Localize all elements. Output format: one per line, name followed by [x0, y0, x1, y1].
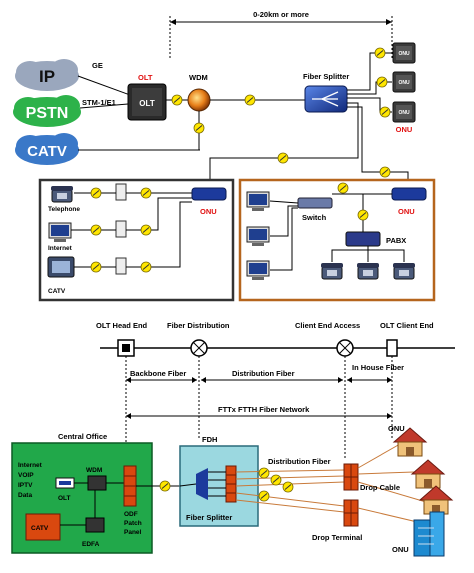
onu-bottom-label: ONU	[392, 545, 409, 554]
segment-label-distribution: Distribution Fiber	[232, 369, 295, 378]
pabx-device	[345, 231, 381, 247]
catv-cloud-label: CATV	[27, 143, 67, 160]
service-iptv: IPTV	[18, 482, 33, 489]
client-end-access-node	[336, 339, 354, 357]
edfa-label: EDFA	[82, 541, 100, 548]
home-devices: Telephone Internet CATV ONU	[47, 183, 227, 295]
edfa-device	[85, 517, 105, 533]
odf-label-2: Patch	[124, 520, 142, 527]
onu-device-1	[392, 42, 416, 64]
bottom-wdm-label: WDM	[86, 467, 102, 474]
home-onu-device	[191, 187, 227, 201]
segment-label-in-house: In House Fiber	[352, 363, 404, 372]
node-label-fiber-distribution: Fiber Distribution	[167, 321, 230, 330]
splitter-label: Fiber Splitter	[303, 72, 349, 81]
distance-label: 0-20km or more	[253, 10, 309, 19]
catv-cloud: CATV	[15, 133, 79, 165]
office-phone-icon-2	[356, 262, 380, 280]
drop-terminal-label: Drop Terminal	[312, 533, 362, 542]
ftth-network-label: FTTx FTTH Fiber Network	[218, 405, 310, 414]
bottom-olt-label: OLT	[58, 495, 71, 502]
wdm-device	[187, 88, 211, 112]
odf-label-1: ODF	[124, 511, 138, 518]
olt-client-end-node	[386, 339, 398, 357]
ip-cloud: IP	[15, 59, 79, 91]
telephone-icon	[50, 185, 74, 203]
house-icon-3	[419, 485, 453, 515]
service-internet: Internet	[18, 462, 43, 469]
office-phone-icon-1	[320, 262, 344, 280]
stm-link-label: STM-1/E1	[82, 98, 116, 107]
bottom-catv-device	[25, 513, 61, 541]
fdh-label: FDH	[202, 435, 217, 444]
odf-patch-panel	[123, 465, 137, 507]
odf-label-3: Panel	[124, 529, 142, 536]
node-label-olt-head-end: OLT Head End	[96, 321, 148, 330]
drop-terminal-upper	[343, 463, 359, 491]
drop-terminal-lower	[343, 499, 359, 527]
distance-indicator: 0-20km or more	[169, 10, 393, 60]
onu-device-3	[392, 101, 416, 123]
pstn-cloud-label: PSTN	[26, 105, 69, 122]
switch-label: Switch	[302, 213, 327, 222]
node-label-client-end-access: Client End Access	[295, 321, 360, 330]
olt-device-label: OLT	[139, 99, 155, 108]
fiber-splitter-label: Fiber Splitter	[186, 513, 232, 522]
telephone-label: Telephone	[48, 206, 80, 213]
internet-label: Internet	[48, 245, 73, 252]
pstn-cloud: PSTN	[13, 95, 81, 127]
office-onu-label: ONU	[398, 207, 415, 216]
fiber-splitter	[304, 85, 348, 113]
service-data: Data	[18, 492, 32, 499]
central-office-label: Central Office	[58, 432, 107, 441]
service-list: Internet VOIP IPTV Data	[18, 462, 43, 499]
onu-label: ONU	[396, 125, 413, 134]
ge-link-label: GE	[92, 61, 103, 70]
drop-cable-label: Drop Cable	[360, 483, 400, 492]
office-building-icon	[413, 511, 445, 557]
pabx-label: PABX	[386, 236, 406, 245]
fdh-patch-block	[225, 465, 237, 503]
fdh-splitter-icon	[196, 468, 208, 500]
service-voip: VOIP	[18, 472, 34, 479]
onu-device-2	[392, 71, 416, 93]
olt-head-end-node	[117, 339, 135, 357]
olt-device: OLT	[127, 83, 167, 121]
node-label-olt-client-end: OLT Client End	[380, 321, 434, 330]
bottom-catv-label: CATV	[31, 525, 49, 532]
distribution-fiber-label: Distribution Fiber	[268, 457, 331, 466]
catv-home-label: CATV	[48, 288, 66, 295]
olt-label: OLT	[138, 73, 153, 82]
house-icon-2	[411, 459, 445, 489]
office-devices: Switch ONU PABX	[246, 182, 427, 281]
wdm-label: WDM	[189, 73, 208, 82]
onu-top-label: ONU	[388, 424, 405, 433]
switch-device	[297, 197, 333, 209]
ip-cloud-label: IP	[39, 67, 55, 86]
bottom-wdm-device	[87, 475, 107, 491]
segment-label-backbone: Backbone Fiber	[130, 369, 186, 378]
fiber-distribution-node	[190, 339, 208, 357]
office-phone-icon-3	[392, 262, 416, 280]
office-onu-device	[391, 187, 427, 201]
home-onu-label: ONU	[200, 207, 217, 216]
